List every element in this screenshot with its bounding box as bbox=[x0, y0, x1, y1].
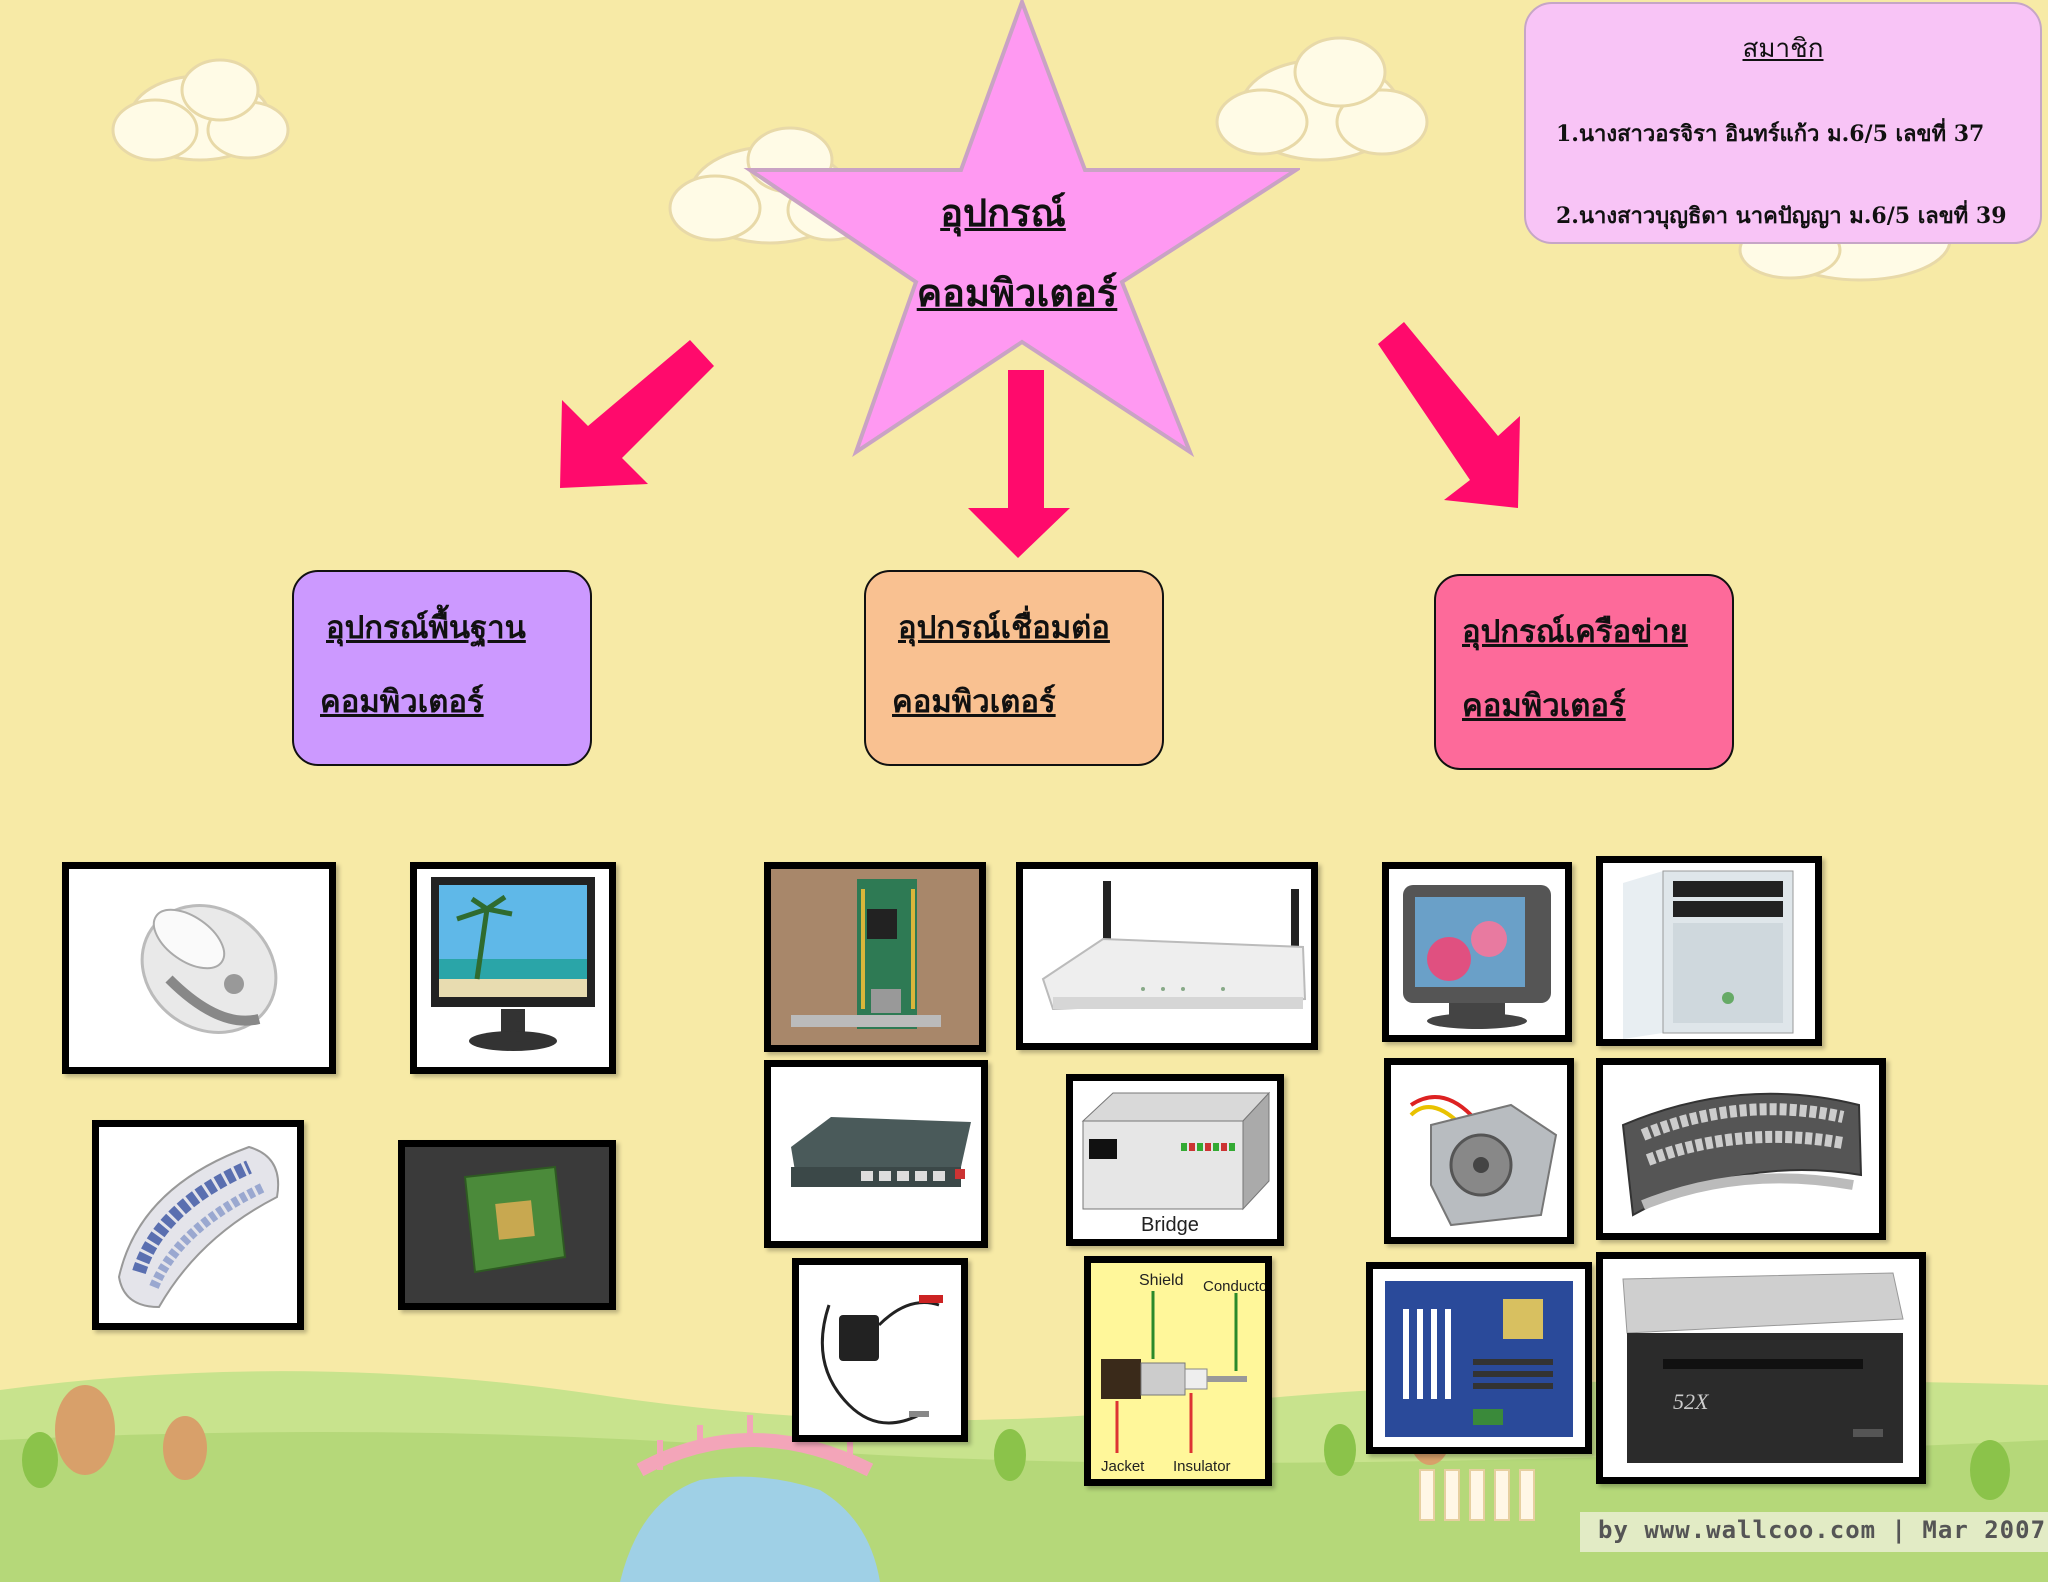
member-2: 2.นางสาวบุญธิดา นาคปัญญา ม.6/5 เลขที่ 39 bbox=[1556, 203, 2007, 229]
arrow-down bbox=[968, 370, 1070, 558]
image-ergonomic-keyboard bbox=[1596, 1058, 1886, 1240]
image-mouse bbox=[62, 862, 336, 1074]
member-1: 1.นางสาวอรจิรา อินทร์แก้ว ม.6/5 เลขที่ 3… bbox=[1556, 121, 1985, 147]
bridge-label: Bridge bbox=[1141, 1214, 1199, 1236]
image-pc-case bbox=[1596, 856, 1822, 1046]
image-optical-drive: 52X bbox=[1596, 1252, 1926, 1484]
arrows bbox=[560, 322, 1520, 558]
image-adapter-cable bbox=[792, 1258, 968, 1442]
image-coaxial-cable: Shield Conductor Jacket Insulator bbox=[1084, 1256, 1272, 1486]
insulator-label: Insulator bbox=[1173, 1458, 1231, 1475]
image-bridge: Bridge bbox=[1066, 1074, 1284, 1246]
members-box: สมาชิก 1.นางสาวอรจิรา อินทร์แก้ว ม.6/5 เ… bbox=[1524, 2, 2042, 244]
central-title-line2: คอมพิวเตอร์ bbox=[916, 270, 1118, 315]
shield-label: Shield bbox=[1139, 1272, 1183, 1289]
image-keyboard bbox=[92, 1120, 304, 1330]
image-switch bbox=[764, 1060, 988, 1248]
image-motherboard bbox=[1366, 1262, 1592, 1454]
conductor-label: Conductor bbox=[1203, 1278, 1265, 1295]
category-basic-line2: คอมพิวเตอร์ bbox=[320, 684, 484, 720]
category-connect-line1: อุปกรณ์เชื่อมต่อ bbox=[898, 610, 1110, 646]
category-connect: อุปกรณ์เชื่อมต่อ คอมพิวเตอร์ bbox=[864, 570, 1164, 766]
category-network-line2: คอมพิวเตอร์ bbox=[1462, 688, 1626, 724]
jacket-label: Jacket bbox=[1101, 1458, 1145, 1475]
category-basic-line1: อุปกรณ์พื้นฐาน bbox=[326, 610, 526, 646]
category-connect-line2: คอมพิวเตอร์ bbox=[892, 684, 1056, 720]
image-wireless-router bbox=[1016, 862, 1318, 1050]
arrow-left bbox=[560, 340, 714, 488]
central-star bbox=[743, 0, 1300, 458]
image-cpu bbox=[398, 1140, 616, 1310]
arrow-right bbox=[1378, 322, 1520, 508]
image-power-supply bbox=[1384, 1058, 1574, 1244]
drive-label: 52X bbox=[1673, 1389, 1710, 1414]
credit-text: by www.wallcoo.com | Mar 2007 bbox=[1598, 1516, 2047, 1544]
image-monitor bbox=[410, 862, 616, 1074]
category-network-line1: อุปกรณ์เครือข่าย bbox=[1462, 614, 1688, 650]
image-crt-monitor bbox=[1382, 862, 1572, 1042]
category-basic: อุปกรณ์พื้นฐาน คอมพิวเตอร์ bbox=[292, 570, 592, 766]
category-network: อุปกรณ์เครือข่าย คอมพิวเตอร์ bbox=[1434, 574, 1734, 770]
central-title-line1: อุปกรณ์ bbox=[940, 190, 1066, 235]
members-title: สมาชิก bbox=[1742, 34, 1824, 64]
image-network-card bbox=[764, 862, 986, 1052]
